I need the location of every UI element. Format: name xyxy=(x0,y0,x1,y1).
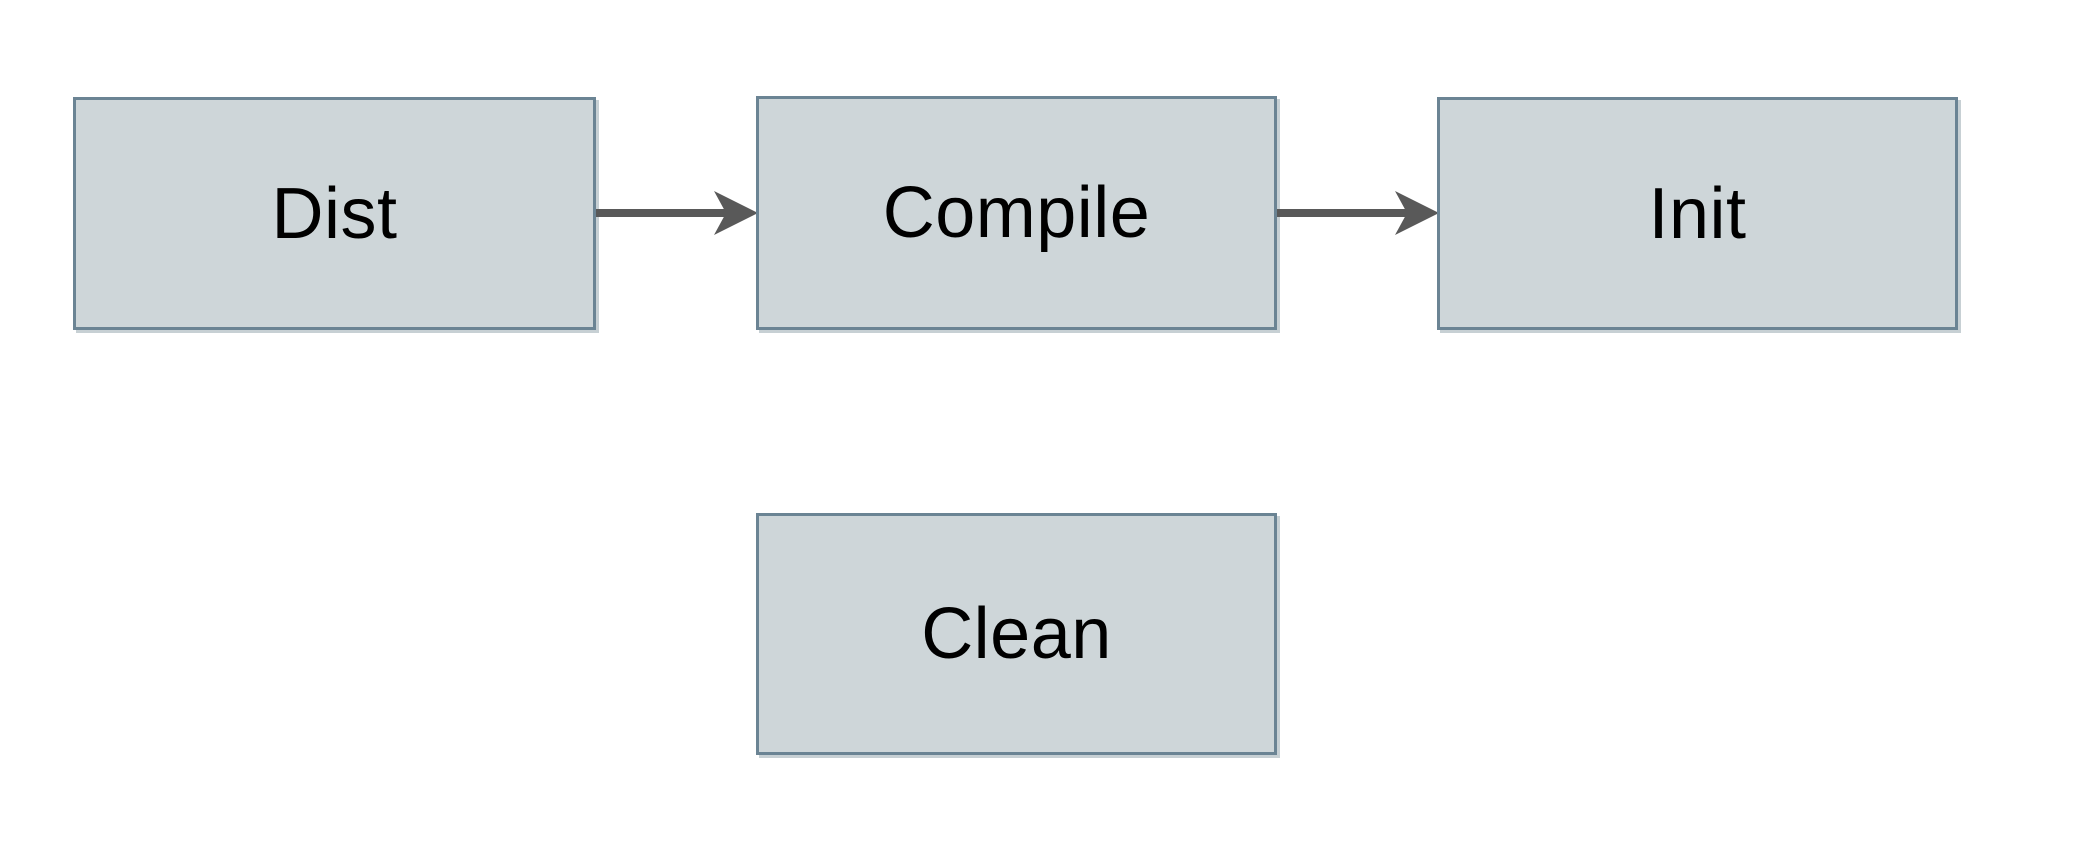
diagram-node-label: Dist xyxy=(271,173,398,254)
diagram-node-label: Clean xyxy=(921,594,1112,674)
diagram-node-dist[interactable]: Dist xyxy=(73,97,596,330)
diagram-node-label: Compile xyxy=(882,173,1151,253)
diagram-node-init[interactable]: Init xyxy=(1437,97,1958,330)
diagram-edge-dist-to-compile[interactable] xyxy=(596,183,758,243)
diagram-edge-compile-to-init[interactable] xyxy=(1277,183,1439,243)
diagram-node-clean[interactable]: Clean xyxy=(756,513,1277,755)
arrow-right-icon xyxy=(596,191,758,235)
diagram-node-compile[interactable]: Compile xyxy=(756,96,1277,330)
diagram-node-label: Init xyxy=(1648,173,1747,254)
arrow-right-icon xyxy=(1277,191,1439,235)
